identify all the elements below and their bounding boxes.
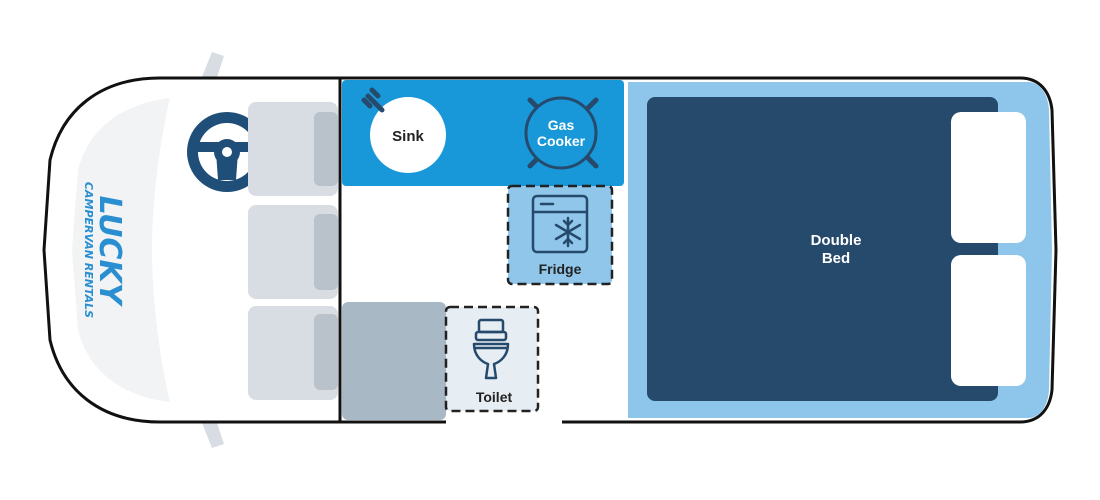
sink: Sink [361, 87, 446, 173]
bed-label-line2: Bed [822, 250, 850, 267]
fridge-label: Fridge [539, 261, 582, 277]
fridge: Fridge [506, 184, 614, 286]
pillow-bottom [951, 255, 1026, 386]
cab-dashboard [72, 98, 170, 402]
sink-label: Sink [392, 128, 424, 145]
toilet-icon [472, 318, 510, 380]
bed-mattress [647, 97, 998, 401]
seat-passenger-back [314, 314, 338, 390]
burner-icon [524, 96, 599, 170]
seat-driver-back [314, 112, 338, 186]
snowflake-icon [554, 216, 582, 248]
cab-seats [248, 102, 338, 400]
bed-label-line1: Double [811, 232, 862, 249]
rear-body-outline [340, 76, 1058, 424]
gas-label-line1: Gas [548, 117, 575, 133]
gas-label-line2: Cooker [537, 133, 586, 149]
bench-seat [342, 302, 446, 420]
toilet-label: Toilet [476, 389, 513, 405]
steering-wheel-icon [187, 112, 267, 192]
brand-name: LUCKY [92, 196, 127, 308]
gas-cooker: Gas Cooker [524, 96, 599, 170]
tap-icon [361, 87, 385, 113]
pillow-top [951, 112, 1026, 243]
toilet: Toilet [444, 305, 540, 413]
brand-logo: LUCKY CAMPERVAN RENTALS [82, 182, 127, 318]
brand-tagline: CAMPERVAN RENTALS [82, 182, 95, 318]
double-bed: Double Bed [628, 82, 1052, 418]
seat-middle-back [314, 214, 338, 290]
